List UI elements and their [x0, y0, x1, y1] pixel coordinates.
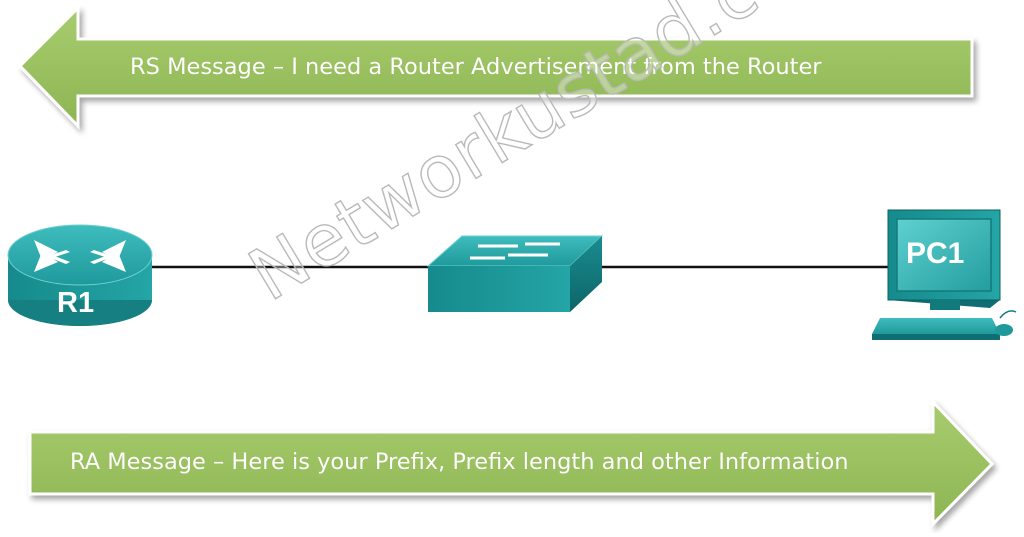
switch-icon: [426, 235, 604, 312]
router-icon: [7, 224, 153, 326]
pc-icon: [872, 209, 1017, 340]
ra-arrow: [28, 398, 995, 528]
rs-arrow: [17, 4, 974, 130]
ra-message-label: RA Message – Here is your Prefix, Prefix…: [70, 449, 849, 475]
router-label: R1: [57, 287, 95, 319]
rs-message-label: RS Message – I need a Router Advertiseme…: [130, 54, 822, 80]
pc-label: PC1: [906, 237, 965, 270]
